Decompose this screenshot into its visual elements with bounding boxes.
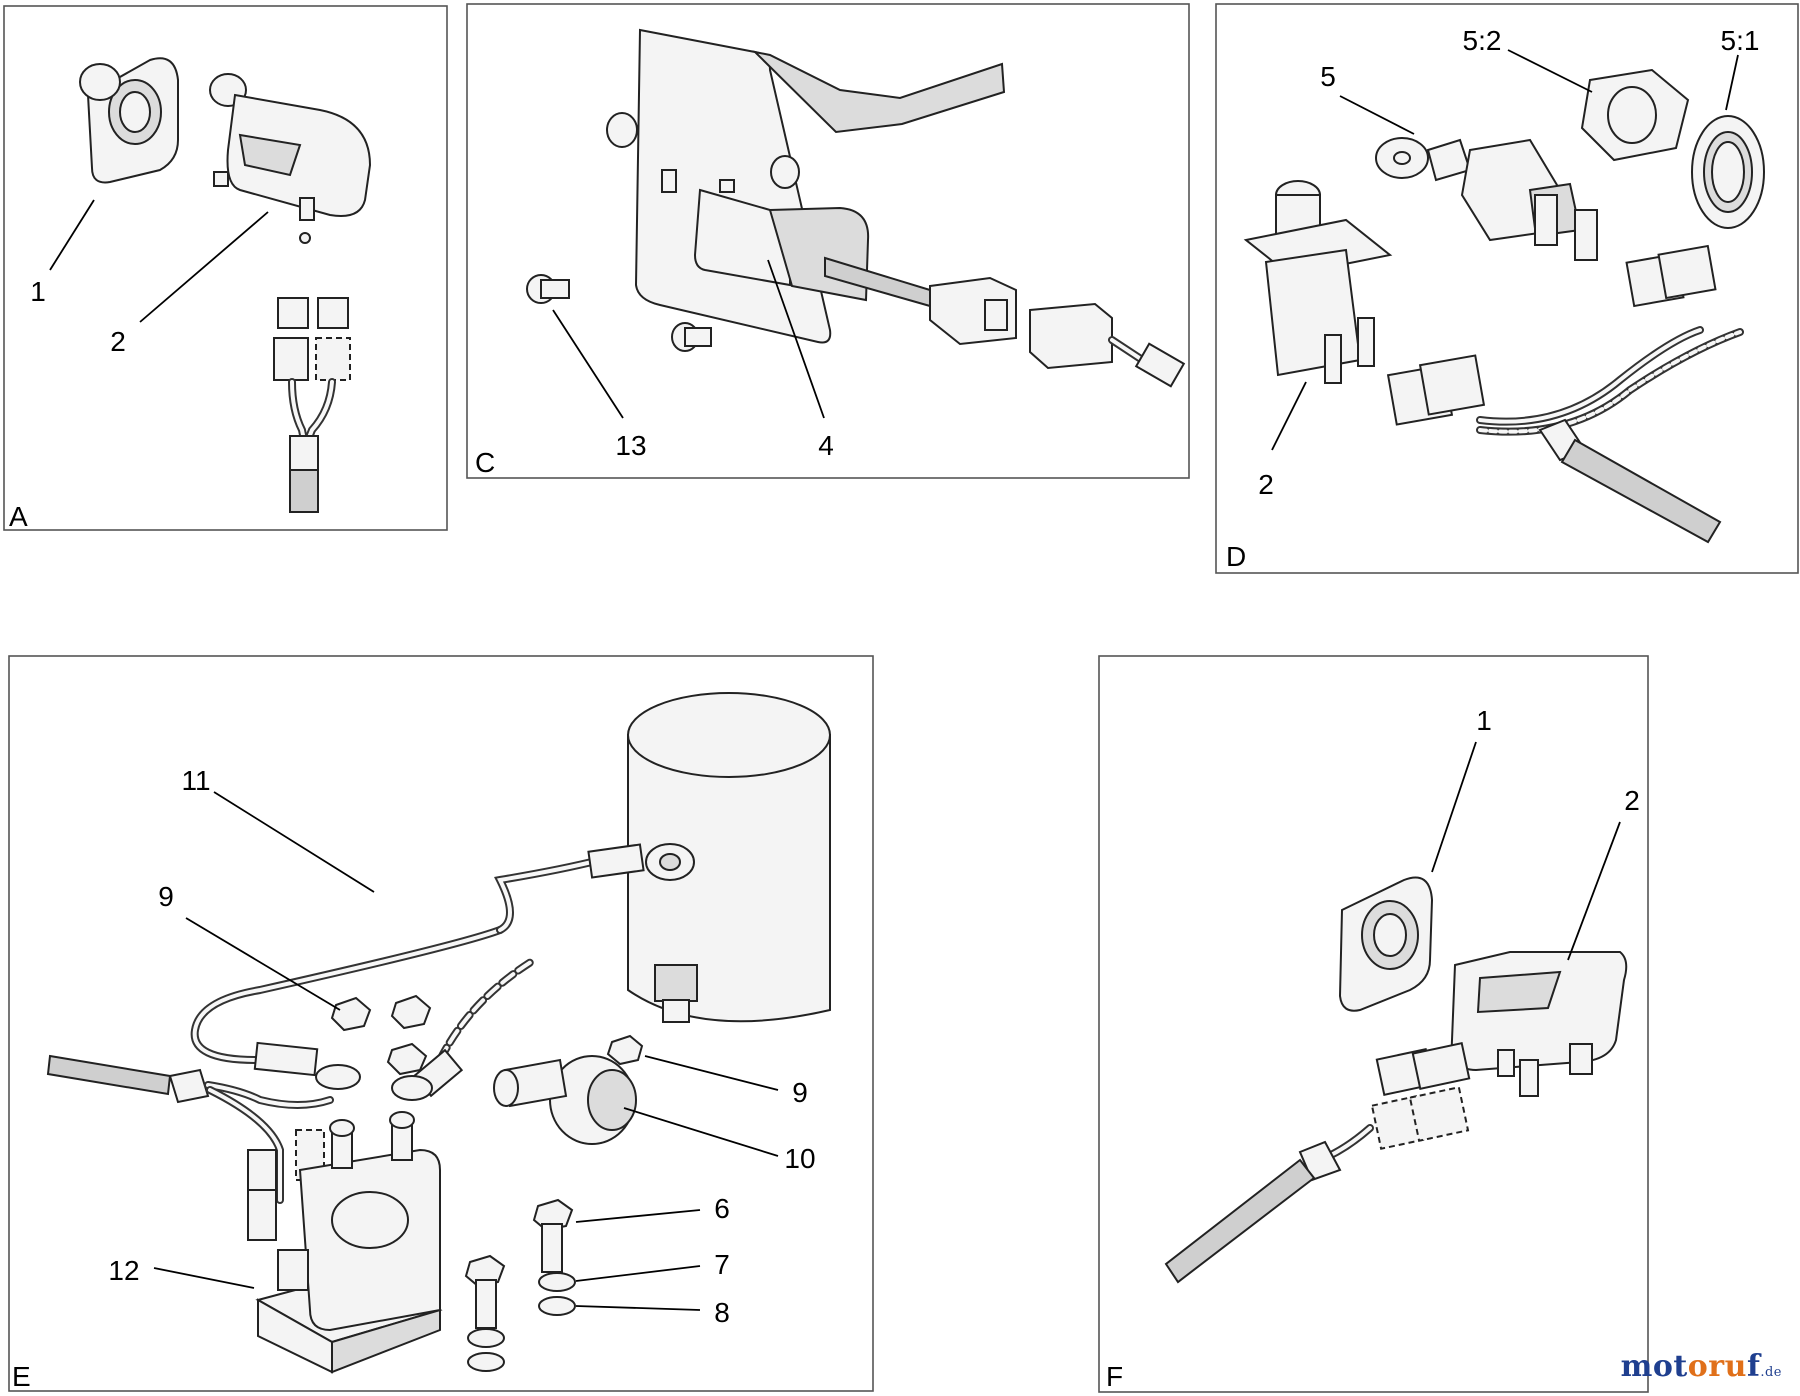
- washer-d51: [1691, 115, 1765, 229]
- key-switch-d5: [1375, 137, 1598, 261]
- leader-e8: [575, 1305, 701, 1311]
- harness-d: [1386, 244, 1744, 544]
- watermark-logo: motoruf.de: [1620, 1349, 1782, 1384]
- cable-e2: [391, 956, 538, 1101]
- callout-c4: 4: [818, 430, 834, 461]
- leader-d51: [1725, 54, 1739, 111]
- callout-d52: 5:2: [1463, 25, 1502, 56]
- callout-f1: 1: [1476, 705, 1492, 736]
- panel-a: 1 2 A: [3, 5, 448, 532]
- leader-a2: [139, 211, 269, 323]
- callout-d2: 2: [1258, 469, 1274, 500]
- panel-e: 11 9 9 10 6 7 8 12 E: [8, 655, 874, 1392]
- panel-c: 13 4 C: [466, 3, 1190, 479]
- solenoid-e12: [255, 1111, 443, 1374]
- leader-f2: [1567, 821, 1621, 961]
- connector-c: [929, 276, 1186, 388]
- leader-e9b: [644, 1055, 779, 1091]
- cylinder-e: [627, 692, 831, 1023]
- callout-e10: 10: [784, 1143, 815, 1174]
- leader-e6: [575, 1209, 701, 1223]
- panel-f-frame: [1098, 655, 1649, 1393]
- panel-letter-f: F: [1106, 1361, 1123, 1392]
- callout-e6: 6: [714, 1193, 730, 1224]
- callout-e9b: 9: [792, 1077, 808, 1108]
- callout-a2: 2: [110, 326, 126, 357]
- switch-part-a2: [209, 73, 372, 244]
- callout-e9a: 9: [158, 881, 174, 912]
- callout-f2: 2: [1624, 785, 1640, 816]
- switch-part-f2: [1450, 951, 1628, 1097]
- callout-e11: 11: [181, 765, 210, 796]
- leader-d52: [1507, 49, 1593, 93]
- push-switch-d2: [1243, 180, 1393, 384]
- panel-letter-e: E: [12, 1361, 31, 1392]
- harness-f: [1164, 1042, 1471, 1284]
- bolts-e678: [464, 1198, 576, 1372]
- callout-e7: 7: [714, 1249, 730, 1280]
- callout-a1: 1: [30, 276, 46, 307]
- nut-d52: [1580, 68, 1690, 162]
- panel-d: 5:2 5:1 5 2 D: [1215, 3, 1799, 574]
- panel-letter-d: D: [1226, 541, 1246, 572]
- panel-d-frame: [1215, 3, 1799, 574]
- leader-e12: [153, 1267, 255, 1289]
- harness-e: [46, 1054, 334, 1241]
- pins-c13: [526, 274, 712, 352]
- nuts-e9: [330, 994, 644, 1076]
- panel-f: 1 2 F: [1098, 655, 1649, 1393]
- callout-c13: 13: [615, 430, 646, 461]
- cable-e11: [190, 843, 695, 1090]
- leader-c4: [767, 259, 825, 419]
- leader-c13: [552, 309, 624, 419]
- panel-letter-c: C: [475, 447, 495, 478]
- panel-letter-a: A: [9, 501, 28, 532]
- leader-e10: [623, 1107, 779, 1157]
- panel-c-frame: [466, 3, 1190, 479]
- callout-d51: 5:1: [1721, 25, 1760, 56]
- connector-a: [273, 297, 351, 513]
- leader-f1: [1431, 741, 1477, 873]
- callout-e12: 12: [108, 1255, 139, 1286]
- callout-e8: 8: [714, 1297, 730, 1328]
- boot-e10: [493, 1055, 637, 1145]
- panel-e-frame: [8, 655, 874, 1392]
- callout-d5: 5: [1320, 61, 1336, 92]
- leader-d2: [1271, 381, 1307, 451]
- bezel-part-f1: [1338, 876, 1434, 1012]
- leader-e7: [575, 1265, 701, 1282]
- leader-a1: [49, 199, 95, 271]
- panel-a-frame: [3, 5, 448, 531]
- leader-e9a: [185, 917, 341, 1011]
- leader-e11: [213, 791, 375, 893]
- bezel-part-a1: [79, 57, 179, 184]
- leader-d5: [1339, 95, 1415, 135]
